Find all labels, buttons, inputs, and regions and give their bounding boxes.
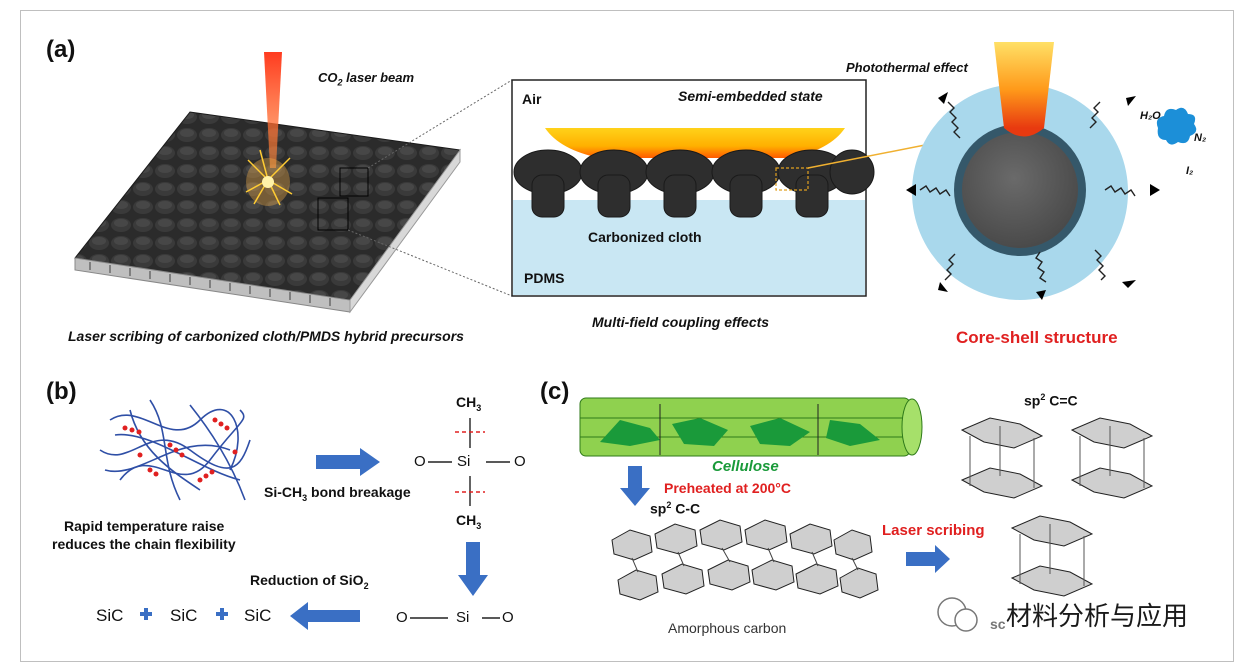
zoom-lines [347,79,513,297]
cloth-slab [74,111,461,314]
sp2-ceqc-label: sp2 C=C [1024,392,1078,409]
ch3-bottom-label: CH3 [456,512,482,531]
caption-laser-scribing: Laser scribing of carbonized cloth/PMDS … [68,328,464,344]
inset-pdms-label: PDMS [524,270,565,286]
core-shell-label: Core-shell structure [956,328,1118,347]
bond-break-marks [455,431,485,493]
inset-air-label: Air [522,91,542,107]
bond-breakage-label: Si-CH3 bond breakage [264,484,411,503]
cellulose-bundle [579,397,923,457]
amorphous-carbon-label: Amorphous carbon [668,620,787,636]
sic-product-2: SiC [170,606,198,625]
plus-signs [140,608,228,620]
panel-b-label: (b) [46,378,77,405]
blue-arrows [290,448,950,630]
watermark-logo [937,597,978,632]
silicon-top-label: Si [457,453,471,470]
sic-product-3: SiC [244,606,272,625]
caption-multi-field: Multi-field coupling effects [592,314,770,330]
watermark-text: 材料分析与应用 [1006,601,1189,631]
laser-beam [245,52,293,206]
panel-a-label: (a) [46,36,76,63]
inset-box [511,79,926,297]
gas-n2-label: N₂ [1194,132,1207,144]
oxygen-bottom-left: O [396,609,408,626]
graphite-stacks [960,417,1154,597]
figure-frame [20,10,1234,662]
ch3-top-label: CH3 [456,394,482,413]
preheated-label: Preheated at 200°C [664,480,791,496]
amorphous-carbon-lattice [611,519,879,601]
core-shell-diagram [906,42,1197,300]
oxygen-left-label: O [414,453,426,470]
inset-cloth-label: Carbonized cloth [588,229,702,245]
oxygen-right-label: O [514,453,526,470]
photothermal-label: Photothermal effect [846,60,968,75]
graphite-caption-partial: sc [990,616,1006,632]
sp2-cc-label: sp2 C-C [650,500,701,517]
siloxane-bonds [410,418,510,619]
reduction-label: Reduction of SiO2 [250,572,369,591]
cellulose-label: Cellulose [712,458,779,475]
polymer-crosslinks [122,417,238,483]
inset-state-label: Semi-embedded state [678,88,823,104]
rapid-temp-line1: Rapid temperature raise [64,518,225,534]
sic-product-1: SiC [96,606,124,625]
rapid-temp-line2: reduces the chain flexibility [52,536,236,552]
gas-i2-label: I₂ [1186,165,1194,177]
panel-c-label: (c) [540,378,570,405]
silicon-bottom-label: Si [456,609,470,626]
oxygen-bottom-right: O [502,609,514,626]
laser-scribing-label: Laser scribing [882,522,985,539]
gas-h2o-label: H₂O [1140,110,1161,122]
laser-beam-label: CO2 laser beam [318,70,415,88]
